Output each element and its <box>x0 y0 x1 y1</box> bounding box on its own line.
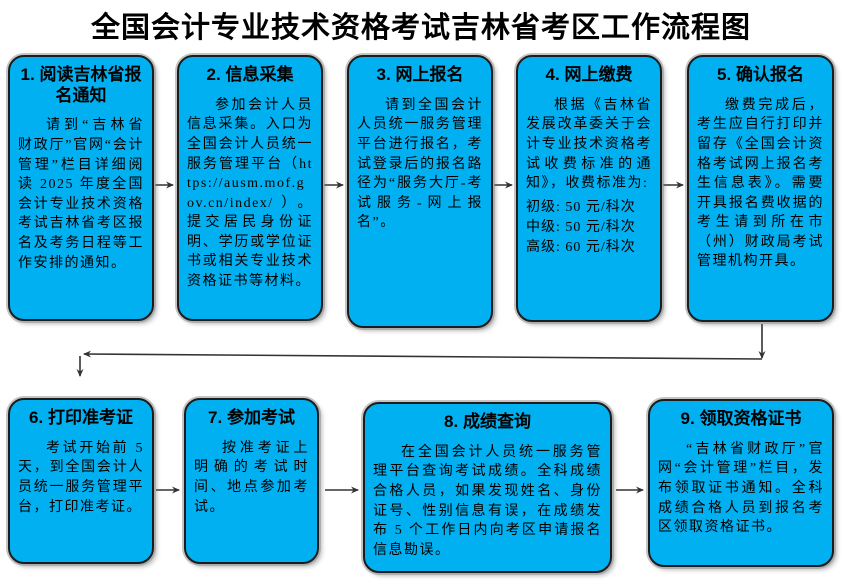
step-9-heading: 9. 领取资格证书 <box>680 409 802 428</box>
fee-junior: 初级: 50 元/科次 <box>526 199 636 215</box>
fee-senior: 高级: 60 元/科次 <box>526 240 636 256</box>
step-4-heading: 4. 网上缴费 <box>545 65 633 84</box>
fee-intermediate: 中级: 50 元/科次 <box>526 220 636 235</box>
flow-step-2-info-collection: 2. 信息采集 参加会计人员信息采集。入口为全国会计人员统一服务管理平台（htt… <box>177 55 323 321</box>
flow-step-6-print-admission-ticket: 6. 打印准考证 考试开始前 5 天，到全国会计人员统一服务管理平台，打印准考证… <box>8 398 154 564</box>
step-8-body: 在全国会计人员统一服务管理平台查询考试成绩。全科成绩合格人员，如果发现姓名、身份… <box>373 444 602 558</box>
flow-step-1-read-notice: 1. 阅读吉林省报名通知 请到“吉林省财政厅”官网“会计管理”栏目详细阅读 20… <box>8 55 154 321</box>
step-1-heading: 1. 阅读吉林省报名通知 <box>20 65 142 105</box>
step-2-body: 参加会计人员信息采集。入口为全国会计人员统一服务管理平台（https://aus… <box>187 97 313 290</box>
step-4-body: 根据《吉林省发展改革委关于会计专业技术资格考试收费标准的通知》，收费标准为: <box>526 97 652 192</box>
step-5-body: 缴费完成后，考生应自行打印并留存《全国会计资格考试网上报名考生信息表》。需要开具… <box>697 97 824 270</box>
step-6-heading: 6. 打印准考证 <box>29 408 133 427</box>
flow-step-8-score-inquiry: 8. 成绩查询 在全国会计人员统一服务管理平台查询考试成绩。全科成绩合格人员，如… <box>363 402 612 573</box>
step-8-heading: 8. 成绩查询 <box>444 412 531 431</box>
page-title: 全国会计专业技术资格考试吉林省考区工作流程图 <box>90 12 751 44</box>
step-6-body: 考试开始前 5 天，到全国会计人员统一服务管理平台，打印准考证。 <box>18 440 144 515</box>
flow-step-5-confirm-registration: 5. 确认报名 缴费完成后，考生应自行打印并留存《全国会计资格考试网上报名考生信… <box>687 55 834 322</box>
step-1-body: 请到“吉林省财政厅”官网“会计管理”栏目详细阅读 2025 年度全国会计专业技术… <box>18 118 144 271</box>
step-3-body: 请到全国会计人员统一服务管理平台进行报名，考试登录后的报名路径为“服务大厅-考试… <box>357 97 483 231</box>
step-3-heading: 3. 网上报名 <box>376 65 464 84</box>
arrow-return-left <box>83 350 763 360</box>
step-7-heading: 7. 参加考试 <box>208 408 295 427</box>
step-9-body: “吉林省财政厅”官网“会计管理”栏目，发布领取证书通知。全科成绩合格人员到报名考… <box>658 441 824 536</box>
step-2-heading: 2. 信息采集 <box>206 65 294 84</box>
flow-step-7-take-exam: 7. 参加考试 按准考证上明确的考试时间、地点参加考试。 <box>184 398 319 564</box>
flow-step-3-online-registration: 3. 网上报名 请到全国会计人员统一服务管理平台进行报名，考试登录后的报名路径为… <box>347 55 493 328</box>
step-5-heading: 5. 确认报名 <box>717 65 804 84</box>
step-7-body: 按准考证上明确的考试时间、地点参加考试。 <box>194 440 309 515</box>
flow-step-9-receive-certificate: 9. 领取资格证书 “吉林省财政厅”官网“会计管理”栏目，发布领取证书通知。全科… <box>648 399 834 567</box>
flow-step-4-online-payment: 4. 网上缴费 根据《吉林省发展改革委关于会计专业技术资格考试收费标准的通知》，… <box>516 55 662 322</box>
